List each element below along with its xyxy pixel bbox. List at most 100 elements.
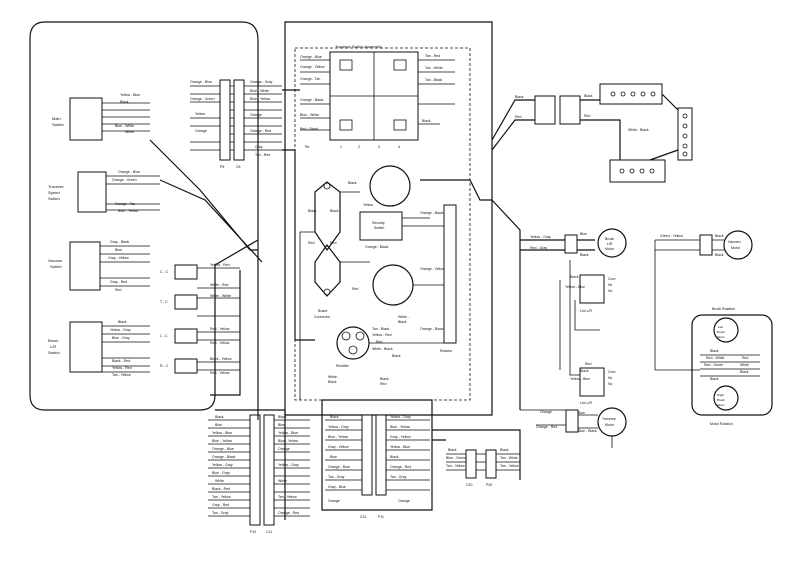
vacuum-motor-label: Vacuum xyxy=(728,240,741,244)
svg-text:Blue - Black: Blue - Black xyxy=(578,429,597,433)
traverse-motor-label: Traverse xyxy=(602,417,616,421)
svg-text:Black: Black xyxy=(740,370,749,374)
svg-text:Black: Black xyxy=(580,369,589,373)
svg-text:Switch: Switch xyxy=(50,264,62,269)
svg-text:Orange - Black: Orange - Black xyxy=(420,327,444,331)
svg-text:White: White xyxy=(125,130,134,134)
svg-text:T - C: T - C xyxy=(160,300,168,304)
svg-text:Black - Red: Black - Red xyxy=(112,359,130,363)
svg-text:Blue: Blue xyxy=(215,423,222,427)
svg-text:Blue - Yellow: Blue - Yellow xyxy=(250,97,271,101)
svg-text:Switch: Switch xyxy=(48,350,60,355)
svg-text:Nc: Nc xyxy=(608,283,613,287)
svg-text:Black -: Black - xyxy=(380,377,392,381)
svg-text:Yellow - Gray: Yellow - Gray xyxy=(530,235,551,239)
svg-text:Yellow - Red: Yellow - Red xyxy=(210,263,230,267)
svg-text:Red: Red xyxy=(352,287,358,291)
svg-text:Yellow - Gray: Yellow - Gray xyxy=(278,463,299,467)
top-right-connectors: Black Red Black Red White - Black xyxy=(491,83,693,183)
svg-text:Red - Black: Red - Black xyxy=(300,127,318,131)
svg-text:2: 2 xyxy=(358,145,360,149)
svg-text:Yellow - Gray: Yellow - Gray xyxy=(390,415,411,419)
svg-text:White -: White - xyxy=(398,315,410,319)
svg-text:Blue - Yellow: Blue - Yellow xyxy=(212,439,233,443)
svg-text:Orange - Gray: Orange - Gray xyxy=(250,80,273,84)
svg-text:Brush: Brush xyxy=(717,330,725,334)
reactor-label: Reactor xyxy=(440,349,453,353)
limit-l-label: Lim L/R xyxy=(580,309,593,313)
svg-text:Motor: Motor xyxy=(605,247,615,251)
svg-text:Motor: Motor xyxy=(605,423,615,427)
svg-text:Red - White: Red - White xyxy=(706,356,725,360)
svg-text:Black: Black xyxy=(448,448,457,452)
svg-text:Black: Black xyxy=(715,234,724,238)
svg-text:White: White xyxy=(278,479,287,483)
svg-text:Orange - Blue: Orange - Blue xyxy=(118,170,140,174)
svg-text:Gray - Blue: Gray - Blue xyxy=(328,485,346,489)
svg-text:Tan - Black: Tan - Black xyxy=(372,327,390,331)
svg-text:Black: Black xyxy=(584,94,593,98)
svg-text:Orange: Orange xyxy=(195,129,207,133)
svg-text:White: White xyxy=(740,363,749,367)
svg-text:Red: Red xyxy=(115,288,121,292)
svg-text:Black: Black xyxy=(500,448,509,452)
svg-text:Orange - Black: Orange - Black xyxy=(365,245,389,249)
svg-text:Black: Black xyxy=(710,377,719,381)
svg-text:1: 1 xyxy=(340,145,342,149)
traverse-switch-assembly-label: Traverse Switch Assembly xyxy=(335,44,382,49)
svg-text:Motor: Motor xyxy=(731,246,741,250)
right-brush-motor-label: Right xyxy=(717,393,724,397)
svg-text:Black: Black xyxy=(120,100,129,104)
svg-text:Yellow - Gray: Yellow - Gray xyxy=(212,463,233,467)
connector-p6-c5: Orange - Blue Orange - Green Yellow Oran… xyxy=(190,79,282,169)
svg-text:Orange: Orange xyxy=(328,499,340,503)
brush-rotation-label: Brush Rotation xyxy=(712,307,735,311)
svg-text:Orange - Black: Orange - Black xyxy=(300,98,324,102)
svg-text:Blue: Blue xyxy=(330,455,337,459)
svg-text:Switch: Switch xyxy=(374,226,384,230)
svg-text:Orange: Orange xyxy=(278,447,290,451)
svg-text:Blue - Yellow: Blue - Yellow xyxy=(278,439,299,443)
svg-text:Switch: Switch xyxy=(52,122,64,127)
svg-text:White: White xyxy=(215,479,224,483)
right-components: Brush L/R Motor Yellow - Gray Red - Gray… xyxy=(491,199,773,448)
svg-text:C11: C11 xyxy=(266,530,272,534)
svg-text:Blue - White: Blue - White xyxy=(250,89,269,93)
center-inner-dash xyxy=(294,47,471,401)
svg-text:Tan - Yellow: Tan - Yellow xyxy=(500,464,519,468)
svg-text:Orange - Red: Orange - Red xyxy=(250,129,271,133)
svg-text:Blue - White: Blue - White xyxy=(300,113,319,117)
svg-text:Re: Re xyxy=(305,145,310,149)
svg-text:Blue - Gray: Blue - Gray xyxy=(212,471,230,475)
left-enclosure xyxy=(29,21,259,411)
svg-text:Orange: Orange xyxy=(540,410,552,414)
svg-text:Black: Black xyxy=(348,181,357,185)
security-switch-label: Security xyxy=(372,221,385,225)
svg-text:Orange - Red: Orange - Red xyxy=(390,465,411,469)
svg-text:Blue: Blue xyxy=(580,232,587,236)
svg-text:Blue - Yellow: Blue - Yellow xyxy=(390,425,411,429)
svg-text:Yellow: Yellow xyxy=(363,203,373,207)
svg-text:Black: Black xyxy=(308,209,317,213)
svg-text:Blue - Yellow: Blue - Yellow xyxy=(118,209,139,213)
svg-text:Yellow - Blue: Yellow - Blue xyxy=(120,93,140,97)
svg-text:Blue: Blue xyxy=(278,423,285,427)
vacuum-switch-label: Vacuum xyxy=(48,258,63,263)
svg-text:Orange: Orange xyxy=(250,113,262,117)
svg-text:Red - Gray: Red - Gray xyxy=(530,246,547,250)
svg-text:Blue: Blue xyxy=(115,248,122,252)
svg-text:Green - Yellow: Green - Yellow xyxy=(660,234,683,238)
svg-text:Tan - Gray: Tan - Gray xyxy=(390,475,407,479)
svg-text:Black: Black xyxy=(328,380,337,384)
limit-r-label: Lim L/R xyxy=(580,401,593,405)
left-brush-motor-label: Left xyxy=(718,325,723,329)
svg-text:Yellow - Blue: Yellow - Blue xyxy=(570,377,590,381)
svg-text:Tan - Yellow: Tan - Yellow xyxy=(278,495,297,499)
traverse-speed-switch: Traverse Speed Switch Orange - Blue Oran… xyxy=(48,170,160,213)
svg-text:Nc: Nc xyxy=(608,376,613,380)
svg-text:Tan - Yellow: Tan - Yellow xyxy=(112,373,131,377)
svg-text:Red: Red xyxy=(515,115,521,119)
svg-text:3: 3 xyxy=(378,145,380,149)
svg-text:Switch: Switch xyxy=(48,196,60,201)
